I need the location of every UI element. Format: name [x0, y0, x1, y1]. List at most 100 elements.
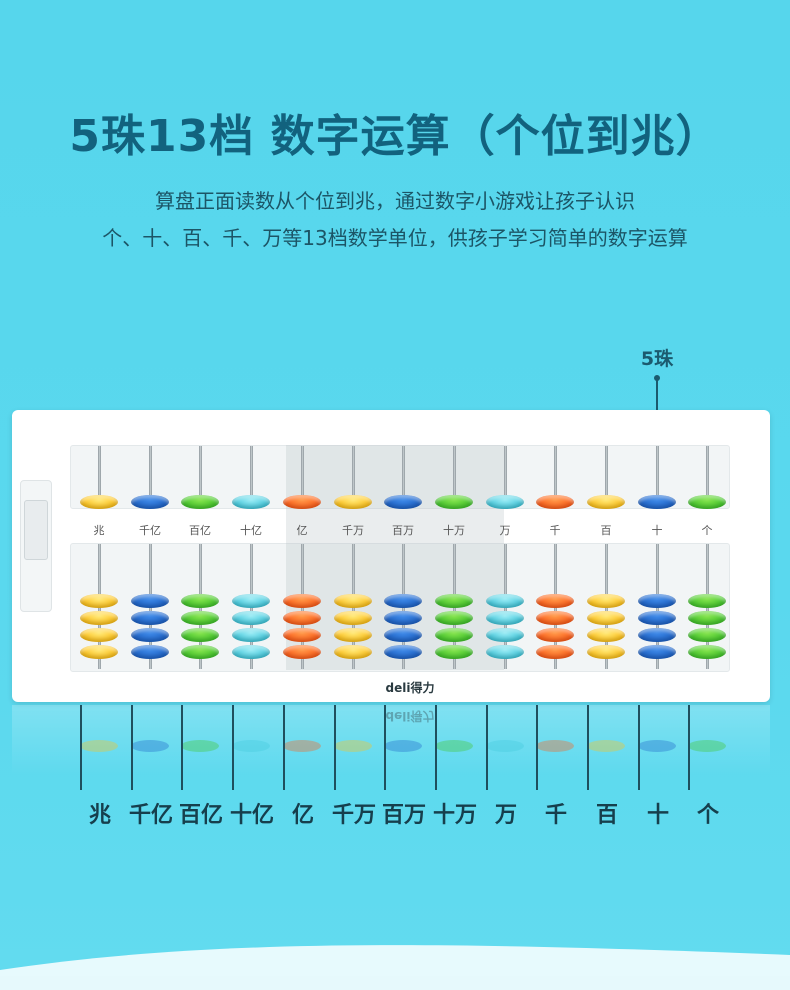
lower-bead[interactable]: [131, 628, 169, 642]
upper-bead[interactable]: [283, 495, 321, 509]
lower-bead[interactable]: [638, 628, 676, 642]
lower-bead[interactable]: [181, 611, 219, 625]
lower-bead[interactable]: [232, 645, 270, 659]
lower-bead[interactable]: [638, 611, 676, 625]
lower-bead[interactable]: [587, 594, 625, 608]
lower-bead[interactable]: [435, 594, 473, 608]
upper-bead[interactable]: [384, 495, 422, 509]
unit-label: 千万: [331, 803, 376, 828]
lower-bead[interactable]: [80, 645, 118, 659]
lower-bead[interactable]: [435, 645, 473, 659]
lower-bead[interactable]: [334, 628, 372, 642]
lower-bead[interactable]: [435, 628, 473, 642]
reflection-bead: [486, 740, 524, 752]
unit-guide-line: [80, 705, 82, 790]
lower-bead[interactable]: [536, 594, 574, 608]
lower-bead[interactable]: [435, 611, 473, 625]
upper-rod: [504, 446, 507, 506]
lower-bead[interactable]: [232, 628, 270, 642]
lower-bead[interactable]: [131, 594, 169, 608]
upper-bead[interactable]: [131, 495, 169, 509]
lower-bead[interactable]: [232, 594, 270, 608]
upper-bead[interactable]: [587, 495, 625, 509]
beam-unit-label: 亿: [296, 524, 308, 537]
lower-bead[interactable]: [384, 628, 422, 642]
lower-bead[interactable]: [181, 645, 219, 659]
lower-bead[interactable]: [688, 594, 726, 608]
lower-bead[interactable]: [80, 611, 118, 625]
unit-label: 个: [696, 803, 719, 828]
beam-unit-label: 十: [651, 524, 663, 537]
lower-bead[interactable]: [587, 628, 625, 642]
upper-bead[interactable]: [688, 495, 726, 509]
lower-bead[interactable]: [486, 628, 524, 642]
unit-label: 百万: [381, 803, 426, 828]
lower-bead[interactable]: [232, 611, 270, 625]
lower-bead[interactable]: [536, 628, 574, 642]
upper-rod: [149, 446, 152, 506]
reflection-bead: [435, 740, 473, 752]
lower-bead[interactable]: [384, 611, 422, 625]
lower-bead[interactable]: [131, 611, 169, 625]
unit-guide-line: [638, 705, 640, 790]
upper-bead[interactable]: [181, 495, 219, 509]
upper-rod: [301, 446, 304, 506]
lower-bead[interactable]: [181, 594, 219, 608]
unit-guide-line: [536, 705, 538, 790]
lower-bead[interactable]: [688, 611, 726, 625]
unit-label: 十: [646, 803, 669, 828]
reflection-bead: [181, 740, 219, 752]
lower-bead[interactable]: [587, 611, 625, 625]
upper-bead[interactable]: [232, 495, 270, 509]
unit-guide-line: [181, 705, 183, 790]
lower-bead[interactable]: [283, 611, 321, 625]
lower-bead[interactable]: [587, 645, 625, 659]
upper-rod: [453, 446, 456, 506]
lower-bead[interactable]: [131, 645, 169, 659]
upper-rod: [352, 446, 355, 506]
lower-bead[interactable]: [638, 594, 676, 608]
lower-bead[interactable]: [334, 645, 372, 659]
reflection-bead: [587, 740, 625, 752]
reflection-bead: [384, 740, 422, 752]
lower-bead[interactable]: [283, 628, 321, 642]
lower-bead[interactable]: [283, 594, 321, 608]
page-title: 5珠13档 数字运算（个位到兆）: [69, 111, 721, 162]
reset-slider-knob[interactable]: [24, 500, 48, 560]
lower-bead[interactable]: [536, 611, 574, 625]
bottom-wave: [0, 945, 790, 990]
upper-rod: [402, 446, 405, 506]
upper-bead[interactable]: [486, 495, 524, 509]
lower-bead[interactable]: [486, 594, 524, 608]
upper-rod: [656, 446, 659, 506]
upper-bead[interactable]: [638, 495, 676, 509]
upper-bead[interactable]: [435, 495, 473, 509]
upper-bead[interactable]: [80, 495, 118, 509]
unit-label: 百亿: [178, 803, 223, 828]
lower-bead[interactable]: [688, 645, 726, 659]
lower-bead[interactable]: [486, 645, 524, 659]
lower-bead[interactable]: [283, 645, 321, 659]
lower-bead[interactable]: [80, 628, 118, 642]
unit-label: 百: [595, 803, 618, 828]
lower-bead[interactable]: [536, 645, 574, 659]
lower-bead[interactable]: [638, 645, 676, 659]
lower-bead[interactable]: [181, 628, 219, 642]
lower-bead[interactable]: [334, 594, 372, 608]
lower-bead[interactable]: [384, 594, 422, 608]
lower-bead[interactable]: [384, 645, 422, 659]
upper-bead[interactable]: [536, 495, 574, 509]
unit-label: 亿: [291, 803, 314, 828]
unit-guide-line: [486, 705, 488, 790]
brand-logo: deli得力: [385, 681, 435, 695]
lower-bead[interactable]: [80, 594, 118, 608]
upper-bead[interactable]: [334, 495, 372, 509]
bead-count-callout: 5珠: [640, 348, 674, 370]
reflection-bead: [232, 740, 270, 752]
beam-unit-label: 千: [549, 524, 561, 537]
beam-unit-label: 百亿: [189, 524, 211, 537]
lower-bead[interactable]: [486, 611, 524, 625]
lower-bead[interactable]: [688, 628, 726, 642]
lower-bead[interactable]: [334, 611, 372, 625]
upper-rod: [98, 446, 101, 506]
